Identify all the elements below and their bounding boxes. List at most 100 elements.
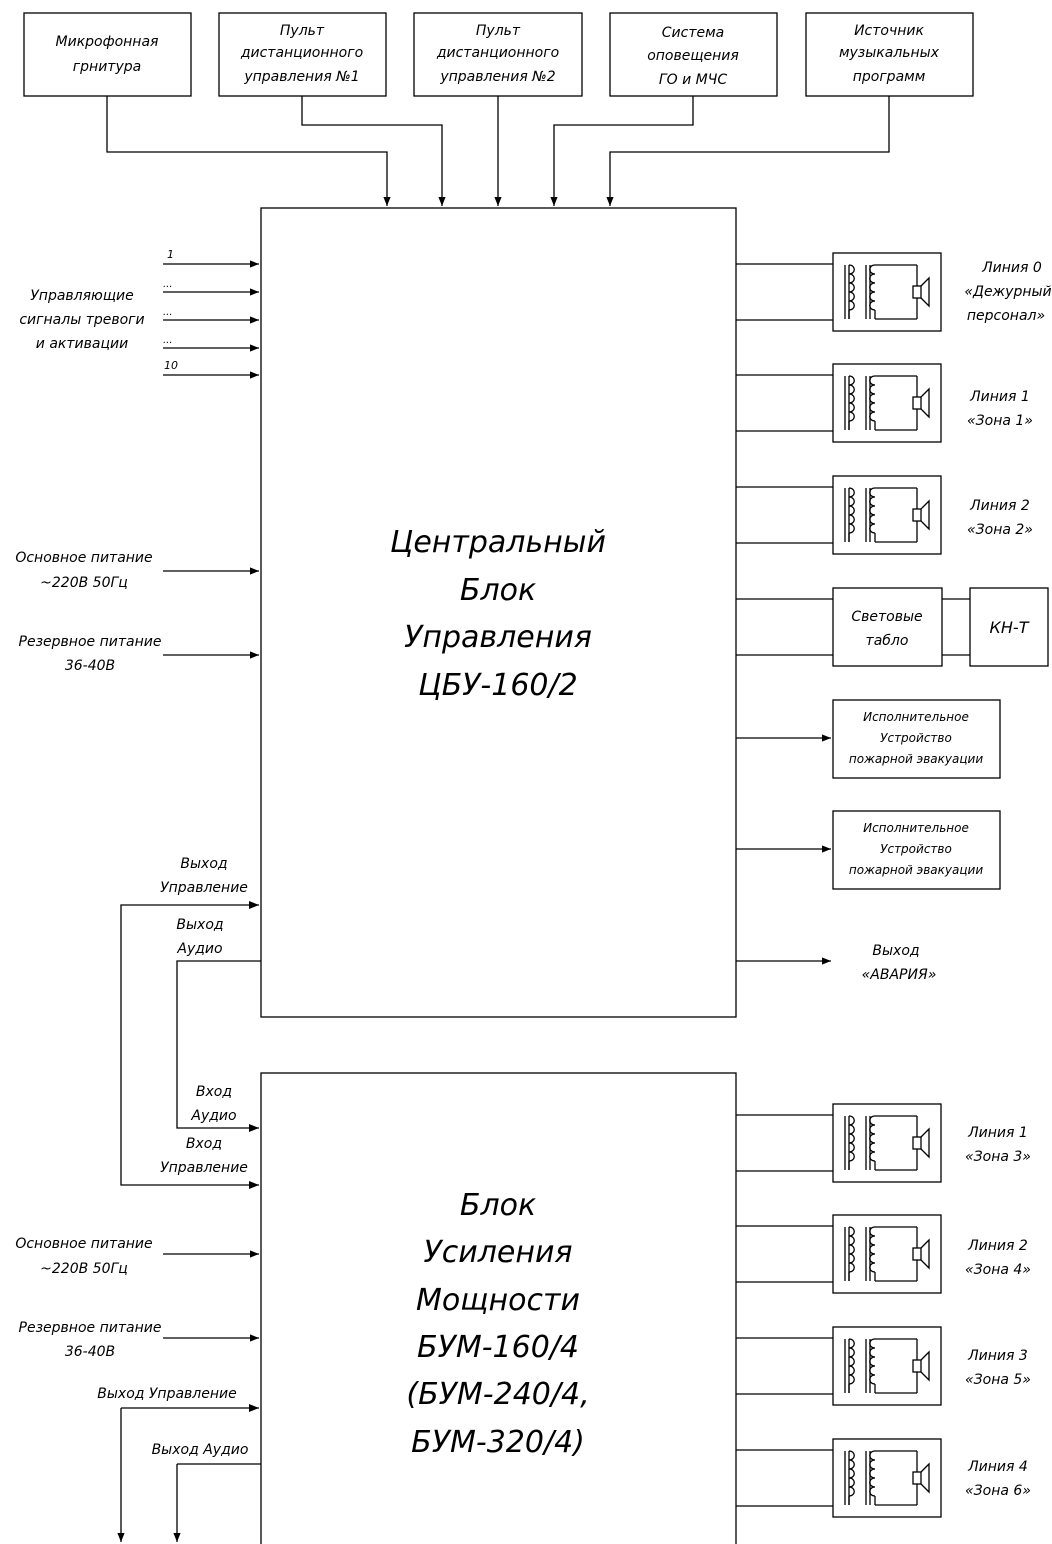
connector-remote-1 (301, 96, 446, 206)
bum-audio-arrow (249, 1124, 259, 1132)
speaker-transformer-icon (832, 252, 942, 332)
cbu-control-arrow (249, 901, 259, 909)
control-signals-label-1: Управляющие (30, 288, 133, 304)
cbu-out-control-label-1: Выход (180, 856, 227, 872)
bum-title-3: Мощности (416, 1283, 580, 1318)
signal-tick-3: ... (163, 307, 173, 318)
music-source-label-1: Источник (854, 23, 924, 39)
light-panel-label-2: табло (866, 633, 909, 649)
executor-1-label-2: Устройство (880, 731, 952, 745)
warning-system-box (609, 12, 778, 97)
cbu-main-power-label-1: Основное питание (15, 550, 152, 566)
cbu-line-1-label-1: Линия 1 (969, 389, 1030, 405)
bum-line-3-label-1: Линия 3 (967, 1348, 1028, 1364)
control-link-line (120, 904, 259, 1186)
signal-tick-10: 10 (164, 359, 178, 372)
bum-line-1-label-2: «Зона 3» (965, 1149, 1031, 1165)
connector-warning-system (550, 96, 694, 206)
cbu-out-audio-label-2: Аудио (176, 941, 222, 957)
bum-line-4: Линия 4 «Зона 6» (736, 1438, 1031, 1518)
cbu-title-1: Центральный (390, 525, 606, 560)
warning-system-label-1: Система (662, 25, 724, 41)
microphone-headset-label-2: грнитура (73, 59, 141, 75)
executor-1-label-3: пожарной эвакуации (849, 752, 983, 766)
bum-main-power-label-2: ~220В 50Гц (40, 1261, 128, 1277)
bum-in-audio-label-1: Вход (196, 1084, 232, 1100)
speaker-transformer-icon (832, 475, 942, 555)
speaker-transformer-icon (832, 1103, 942, 1183)
speaker-transformer-icon (832, 1438, 942, 1518)
bum-line-2-label-1: Линия 2 (967, 1238, 1028, 1254)
alarm-output-label-2: «АВАРИЯ» (862, 967, 937, 983)
remote-panel-1-label-3: управления №1 (243, 69, 359, 85)
bum-title-1: Блок (460, 1188, 536, 1223)
bum-title-4: БУМ-160/4 (417, 1330, 579, 1365)
cbu-reserve-power-label-2: 36-40В (65, 658, 115, 674)
light-panels: Световые табло КН-Т (736, 587, 1049, 667)
control-signals-label-3: и активации (36, 336, 128, 352)
cbu-title-2: Блок (460, 573, 536, 608)
power-amplifier-unit-box (260, 1072, 737, 1544)
bum-line-3-label-2: «Зона 5» (965, 1372, 1031, 1388)
bum-out-audio-label: Выход Аудио (152, 1442, 249, 1458)
remote-panel-2-label-1: Пульт (476, 23, 521, 39)
remote-panel-2-label-3: управления №2 (439, 69, 555, 85)
light-panel-box (832, 587, 943, 667)
connector-music (606, 96, 890, 206)
bum-out-control-label: Выход Управление (97, 1386, 236, 1402)
bum-line-3: Линия 3 «Зона 5» (736, 1326, 1031, 1406)
cbu-line-0-label-3: персонал» (967, 308, 1045, 324)
remote-panel-2-box (413, 12, 583, 97)
bum-line-1-label-1: Линия 1 (967, 1125, 1028, 1141)
executor-2-label-2: Устройство (880, 842, 952, 856)
control-signals: Управляющие сигналы тревоги и активации … (19, 248, 259, 379)
remote-panel-1-box (218, 12, 387, 97)
cbu-main-power-label-2: ~220В 50Гц (40, 575, 128, 591)
kn-t-label: КН-Т (990, 618, 1030, 637)
cbu-out-audio-label-1: Выход (176, 917, 223, 933)
top-connectors (106, 96, 890, 206)
warning-system-label-3: ГО и МЧС (659, 72, 727, 88)
bum-out-control-arrow-in (249, 1404, 259, 1412)
warning-system-label-2: оповещения (647, 48, 739, 64)
music-source-box (805, 12, 974, 97)
signal-tick-4: ... (163, 335, 173, 346)
bum-in-control-label-2: Управление (160, 1160, 248, 1176)
bum-line-2-label-2: «Зона 4» (965, 1262, 1031, 1278)
microphone-headset-box (23, 12, 192, 97)
cbu-title-4: ЦБУ-160/2 (418, 668, 577, 703)
music-source-label-2: музыкальных (839, 45, 940, 61)
bum-line-2: Линия 2 «Зона 4» (736, 1214, 1031, 1294)
executor-1: Исполнительное Устройство пожарной эваку… (736, 699, 1001, 779)
bum-reserve-power-label-2: 36-40В (65, 1344, 115, 1360)
bum-line-1: Линия 1 «Зона 3» (736, 1103, 1031, 1183)
executor-1-box (832, 699, 1001, 779)
cbu-line-0-label-2: «Дежурный (964, 284, 1051, 300)
cbu-line-0: Линия 0 «Дежурный персонал» (736, 252, 1052, 332)
executor-2-label-3: пожарной эвакуации (849, 863, 983, 877)
top-sources: Микрофонная грнитура Пульт дистанционног… (23, 12, 974, 97)
kn-t-box (969, 587, 1049, 667)
bum-in-control-label-1: Вход (186, 1136, 222, 1152)
cbu-out-control-label-2: Управление (160, 880, 248, 896)
bum-title-2: Усиления (423, 1235, 572, 1270)
bum-reserve-power-label-1: Резервное питание (19, 1320, 162, 1336)
cbu-line-1-label-2: «Зона 1» (967, 413, 1033, 429)
cbu-line-2: Линия 2 «Зона 2» (736, 475, 1033, 555)
speaker-transformer-icon (832, 363, 942, 443)
remote-panel-2-label-2: дистанционного (436, 45, 559, 61)
bum-title-6: БУМ-320/4) (411, 1425, 585, 1460)
cbu-line-2-label-1: Линия 2 (969, 498, 1030, 514)
light-panel-label-1: Световые (851, 609, 922, 625)
remote-panel-1-label-1: Пульт (280, 23, 325, 39)
remote-panel-1-label-2: дистанционного (240, 45, 363, 61)
audio-link-line (176, 960, 261, 1129)
executor-2: Исполнительное Устройство пожарной эваку… (736, 810, 1001, 890)
bum-line-4-label-1: Линия 4 (967, 1459, 1028, 1475)
bum-main-power-label-1: Основное питание (15, 1236, 152, 1252)
bum-line-4-label-2: «Зона 6» (965, 1483, 1031, 1499)
executor-2-box (832, 810, 1001, 890)
signal-tick-2: ... (163, 279, 173, 290)
speaker-transformer-icon (832, 1214, 942, 1294)
